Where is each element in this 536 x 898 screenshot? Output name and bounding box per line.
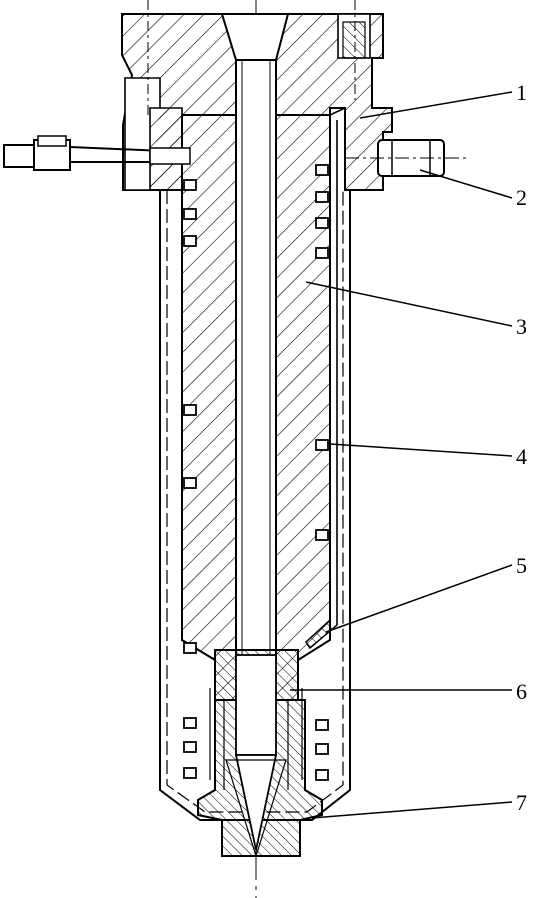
callout-label-3: 3 [516,314,527,339]
nozzle-tip-assembly [197,649,323,859]
heater-coil-left [183,179,197,779]
heater-coil-right [315,164,329,781]
nozzle-body [181,59,331,701]
callout-label-5: 5 [516,553,527,578]
callout-leaders [290,91,513,819]
callout-label-4: 4 [516,444,527,469]
callout-label-7: 7 [516,790,527,815]
locating-pin [345,139,466,177]
callout-label-2: 2 [516,185,527,210]
thermocouple-connector [3,135,191,171]
callout-label-6: 6 [516,679,527,704]
callout-label-1: 1 [516,80,527,105]
